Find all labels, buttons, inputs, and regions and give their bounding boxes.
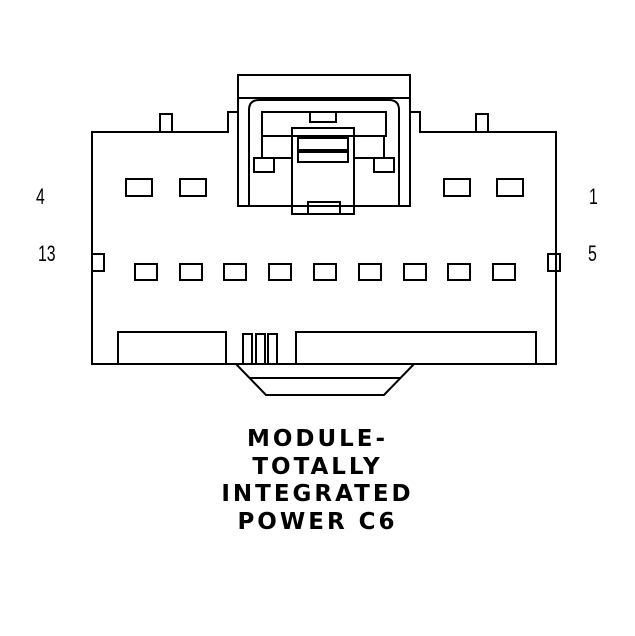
cavity-bottom-row <box>447 263 471 281</box>
cavity-top-row <box>496 178 524 197</box>
base-ledge-right <box>295 331 537 364</box>
left-side-notch <box>91 253 105 272</box>
title-line: POWER C6 <box>237 508 398 535</box>
cavity-bottom-row <box>179 263 203 281</box>
latch-top-plate <box>261 111 387 137</box>
bottom-key <box>235 363 415 396</box>
latch-right-ear <box>373 157 395 173</box>
pin-label-bottom-right: 5 <box>588 241 597 266</box>
pin-label-top-right: 1 <box>589 184 598 209</box>
cavity-bottom-row <box>134 263 158 281</box>
cavity-bottom-row <box>223 263 247 281</box>
cavity-bottom-row <box>492 263 516 281</box>
latch-bar-lower <box>297 151 349 163</box>
latch-bottom-slot <box>307 201 341 215</box>
latch-left-arm <box>261 135 293 159</box>
cavity-bottom-row <box>403 263 427 281</box>
latch-bar <box>297 137 349 151</box>
cavity-bottom-row <box>313 263 337 281</box>
base-post <box>267 333 278 365</box>
right-side-notch <box>547 253 561 272</box>
pin-label-bottom-left: 13 <box>38 241 56 266</box>
latch-frame-inner <box>248 99 400 206</box>
cavity-top-row <box>179 178 207 197</box>
left-top-tab <box>159 113 173 133</box>
cavity-top-row <box>443 178 471 197</box>
title-line: TOTALLY <box>252 453 383 480</box>
latch-right-arm <box>353 135 385 159</box>
connector-title: MODULE- TOTALLY INTEGRATED POWER C6 <box>0 426 635 536</box>
right-top-tab <box>475 113 489 133</box>
cavity-bottom-row <box>358 263 382 281</box>
base-post <box>242 333 253 365</box>
base-ledge-left <box>117 331 227 364</box>
title-line: MODULE- <box>246 426 389 452</box>
title-line: INTEGRATED <box>221 481 414 507</box>
latch-top-cap <box>309 111 337 123</box>
latch-frame-outer <box>237 97 411 207</box>
cavity-top-row <box>125 178 153 197</box>
latch-left-ear <box>253 157 275 173</box>
cavity-bottom-row <box>268 263 292 281</box>
connector-housing-outline <box>91 74 557 365</box>
pin-label-top-left: 4 <box>36 184 45 209</box>
base-post <box>255 333 266 365</box>
